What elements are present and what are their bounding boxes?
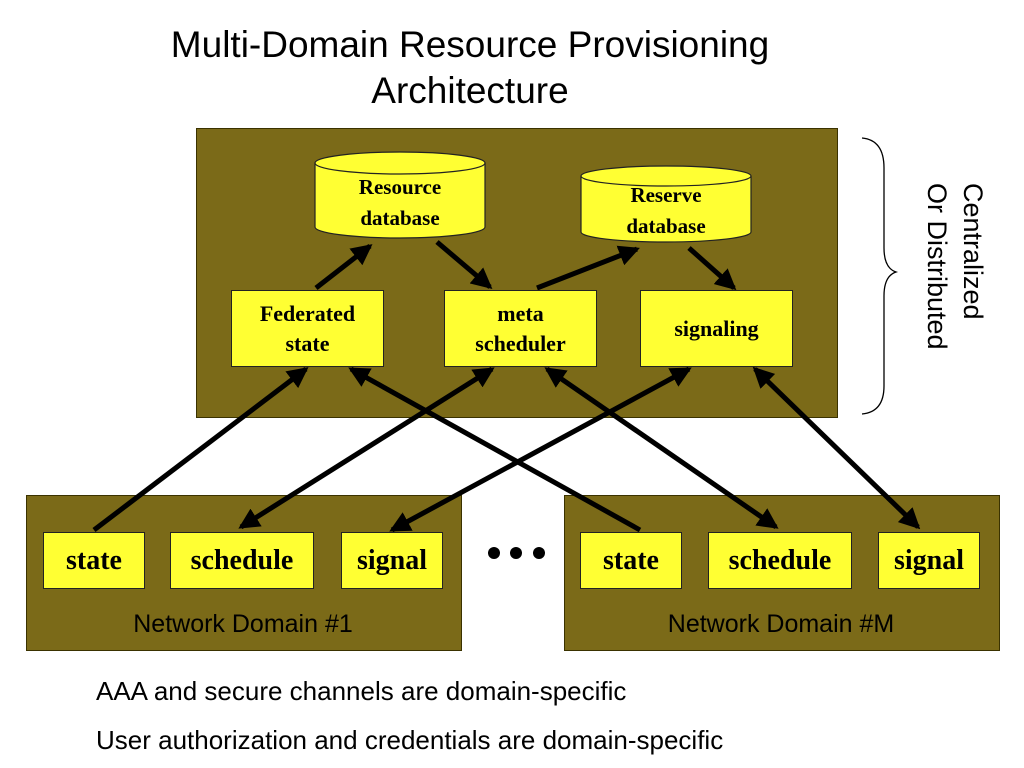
domain1-signal-box: signal — [341, 532, 443, 589]
federated-state-line-2: state — [285, 330, 330, 356]
reserve-database-line-2: database — [626, 214, 706, 238]
ellipsis-dot-2 — [510, 547, 522, 559]
curly-brace — [861, 137, 899, 415]
domainm-schedule-label: schedule — [728, 544, 832, 576]
centralized-or-distributed-label: Centralized Or Distributed — [922, 183, 991, 350]
ellipsis-dot-1 — [488, 547, 500, 559]
domain1-state-box: state — [43, 532, 145, 589]
domainm-signal-label: signal — [893, 544, 965, 576]
arrow-resource-db-to-meta-scheduler — [435, 240, 493, 290]
arrow-federated-to-resource-db — [314, 244, 373, 290]
side-label-line-2: Or Distributed — [922, 183, 952, 350]
title-line-2: Architecture — [371, 70, 569, 111]
meta-scheduler-box: meta scheduler — [444, 290, 597, 367]
domainm-schedule-box: schedule — [708, 532, 852, 589]
side-label-line-1: Centralized — [958, 183, 988, 320]
resource-database-line-1: Resource — [358, 175, 442, 199]
reserve-database-label: Reserve database — [581, 180, 751, 242]
arrow-domain1-signal-signaling — [389, 366, 692, 533]
domainm-signal-box: signal — [878, 532, 980, 589]
arrow-domainm-state-to-federated — [348, 366, 642, 533]
reserve-database-cylinder — [580, 165, 752, 243]
domain1-state-label: state — [66, 544, 122, 576]
note-user-authorization: User authorization and credentials are d… — [96, 725, 724, 755]
arrow-reserve-db-to-signaling — [687, 246, 737, 291]
federated-state-box: Federated state — [231, 290, 384, 367]
federated-state-line-1: Federated — [259, 300, 356, 326]
resource-database-line-2: database — [360, 206, 440, 230]
domain1-signal-label: signal — [356, 544, 428, 576]
resource-database-label: Resource database — [315, 172, 485, 234]
domain1-schedule-box: schedule — [170, 532, 314, 589]
ellipsis-dot-3 — [533, 547, 545, 559]
network-domain-m-label: Network Domain #M — [667, 610, 895, 638]
arrow-meta-scheduler-to-reserve-db — [536, 245, 640, 291]
reserve-database-line-1: Reserve — [630, 183, 702, 207]
domainm-state-box: state — [580, 532, 682, 589]
signaling-label: signaling — [674, 315, 759, 341]
meta-scheduler-line-2: scheduler — [475, 330, 566, 356]
domain1-schedule-label: schedule — [190, 544, 294, 576]
title-line-1: Multi-Domain Resource Provisioning — [170, 24, 770, 65]
resource-database-cylinder — [314, 151, 486, 239]
note-aaa: AAA and secure channels are domain-speci… — [96, 676, 627, 706]
arrow-domainm-schedule-meta-scheduler — [544, 366, 779, 530]
arrow-domainm-signal-signaling — [752, 366, 921, 530]
signaling-box: signaling — [640, 290, 793, 367]
domainm-state-label: state — [603, 544, 659, 576]
network-domain-1-label: Network Domain #1 — [133, 610, 353, 638]
diagram-title: Multi-Domain Resource Provisioning Archi… — [0, 22, 940, 114]
meta-scheduler-line-1: meta — [497, 300, 544, 326]
